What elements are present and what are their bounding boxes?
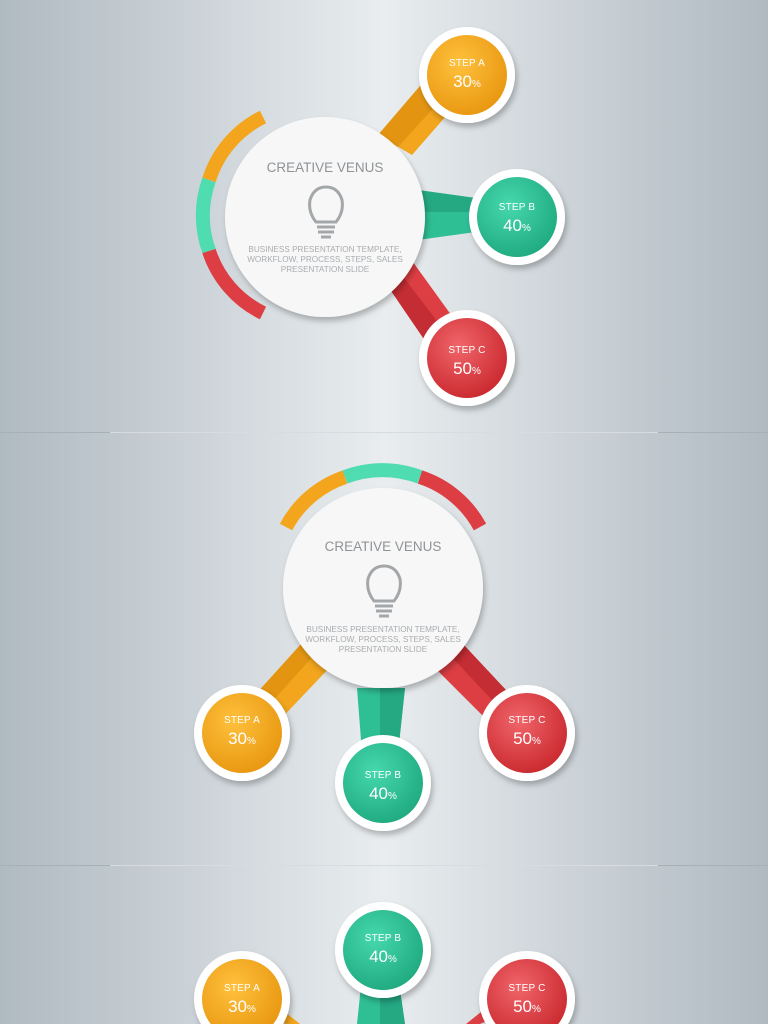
hub-desc-line1: BUSINESS PRESENTATION TEMPLATE, xyxy=(248,245,401,254)
svg-text:40%: 40% xyxy=(369,784,397,803)
hub-title: CREATIVE VENUS xyxy=(325,539,442,554)
step-a-unit: % xyxy=(472,79,481,90)
step-c-label: STEP C xyxy=(508,983,545,994)
slide-divider-2 xyxy=(0,865,768,866)
step-b-unit: % xyxy=(522,223,531,234)
step-c-node[interactable]: STEP C 50% xyxy=(479,685,575,781)
step-b-label: STEP B xyxy=(499,202,536,213)
arc-green xyxy=(342,463,423,484)
diagram-3: STEP B 40% STEP A 30% STEP C 50% xyxy=(194,902,575,1024)
step-b-node[interactable]: STEP B 40% xyxy=(469,169,565,265)
step-b-unit: % xyxy=(388,791,397,802)
step-a-label: STEP A xyxy=(224,715,260,726)
step-c-value: 50 xyxy=(513,729,532,748)
hub-desc-line2: WORKFLOW, PROCESS, STEPS, SALES xyxy=(247,255,403,264)
svg-text:30%: 30% xyxy=(453,72,481,91)
slide-2: CREATIVE VENUS BUSINESS PRESENTATION TEM… xyxy=(0,433,768,865)
step-a-label: STEP A xyxy=(224,983,260,994)
step-b-node[interactable]: STEP B 40% xyxy=(335,735,431,831)
step-a-unit: % xyxy=(247,1004,256,1015)
diagram-1: CREATIVE VENUS BUSINESS PRESENTATION TEM… xyxy=(195,27,565,406)
step-a-label: STEP A xyxy=(449,58,485,69)
arc-red xyxy=(417,470,487,531)
step-c-value: 50 xyxy=(453,359,472,378)
svg-text:30%: 30% xyxy=(228,729,256,748)
arc-red xyxy=(202,248,267,320)
svg-text:30%: 30% xyxy=(228,997,256,1016)
step-a-value: 30 xyxy=(453,72,472,91)
step-c-unit: % xyxy=(532,1004,541,1015)
step-c-unit: % xyxy=(532,736,541,747)
hub xyxy=(225,117,425,317)
svg-text:50%: 50% xyxy=(513,729,541,748)
step-b-label: STEP B xyxy=(365,933,402,944)
step-c-value: 50 xyxy=(513,997,532,1016)
step-b-value: 40 xyxy=(503,216,522,235)
svg-text:50%: 50% xyxy=(453,359,481,378)
hub-desc-line3: PRESENTATION SLIDE xyxy=(281,265,370,274)
step-a-unit: % xyxy=(247,736,256,747)
step-a-node[interactable]: STEP A 30% xyxy=(419,27,515,123)
slide-divider-1 xyxy=(0,432,768,433)
step-b-label: STEP B xyxy=(365,770,402,781)
step-b-node[interactable]: STEP B 40% xyxy=(335,902,431,998)
step-c-label: STEP C xyxy=(448,345,485,356)
svg-text:40%: 40% xyxy=(369,947,397,966)
step-b-value: 40 xyxy=(369,784,388,803)
step-a-value: 30 xyxy=(228,729,247,748)
lightbulb-icon xyxy=(366,564,402,618)
step-a-node[interactable]: STEP A 30% xyxy=(194,951,290,1024)
step-b-unit: % xyxy=(388,954,397,965)
step-a-node[interactable]: STEP A 30% xyxy=(194,685,290,781)
slide-3: STEP B 40% STEP A 30% STEP C 50% xyxy=(0,866,768,1024)
hub-desc-line2: WORKFLOW, PROCESS, STEPS, SALES xyxy=(305,635,461,644)
step-a-value: 30 xyxy=(228,997,247,1016)
diagram-2: CREATIVE VENUS BUSINESS PRESENTATION TEM… xyxy=(194,463,575,831)
hub-desc-line3: PRESENTATION SLIDE xyxy=(339,645,428,654)
hub-desc-line1: BUSINESS PRESENTATION TEMPLATE, xyxy=(306,625,459,634)
step-c-label: STEP C xyxy=(508,715,545,726)
svg-text:50%: 50% xyxy=(513,997,541,1016)
arc-orange xyxy=(202,110,267,183)
lightbulb-icon xyxy=(308,185,344,239)
slide-1: CREATIVE VENUS BUSINESS PRESENTATION TEM… xyxy=(0,0,768,432)
step-c-node[interactable]: STEP C 50% xyxy=(479,951,575,1024)
step-c-node[interactable]: STEP C 50% xyxy=(419,310,515,406)
step-c-unit: % xyxy=(472,366,481,377)
step-b-value: 40 xyxy=(369,947,388,966)
hub xyxy=(283,488,483,688)
hub-title: CREATIVE VENUS xyxy=(267,160,384,175)
svg-text:40%: 40% xyxy=(503,216,531,235)
arc-orange xyxy=(279,470,348,531)
arc-green xyxy=(195,177,216,254)
